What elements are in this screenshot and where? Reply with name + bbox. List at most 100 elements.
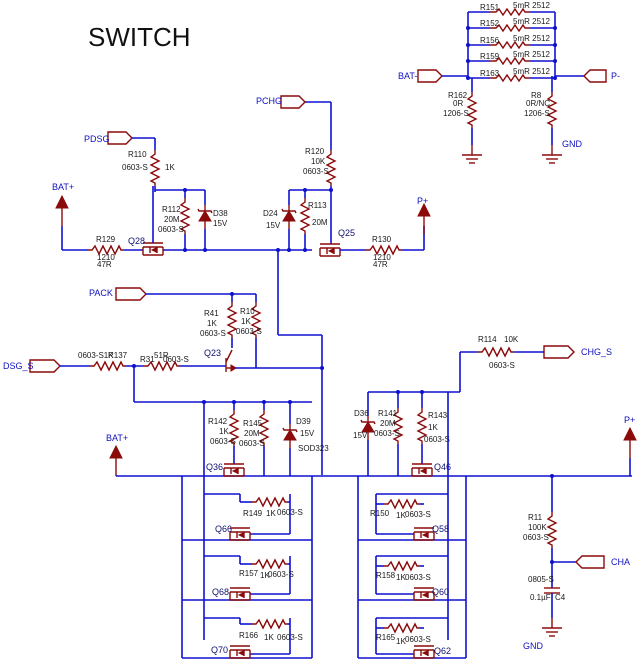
r110-val: 1K	[165, 163, 175, 172]
r143-ref: R143	[428, 411, 448, 420]
r110-ref: R110	[128, 150, 147, 159]
r142-pkg: 0603-S	[210, 437, 236, 446]
r31-val: 51R	[154, 351, 169, 360]
q68-ref: Q68	[212, 587, 229, 597]
shunt-ref-r159: R159	[480, 52, 500, 61]
cha-sense: P+ R11 100K 0603-S CHA 0805-S 0.1µF C4 G…	[523, 415, 637, 651]
r41-pkg: 0603-S	[200, 329, 226, 338]
r31-pkg: 0603-S	[163, 355, 189, 364]
r130-pkg: 1210	[373, 253, 391, 262]
c4-val: 0.1µF	[530, 593, 551, 602]
q28-ref: Q28	[128, 236, 145, 246]
c4-ref: C4	[555, 593, 566, 602]
shunt-val-r156: 5mR 2512	[513, 34, 550, 43]
r112-pkg: 0603-S	[158, 225, 184, 234]
d39-pkg: SOD323	[298, 444, 329, 453]
d38-ref: D38	[213, 209, 228, 218]
r31-ref: R31	[140, 355, 155, 364]
r11-val: 100K	[528, 523, 547, 532]
page-title: SWITCH	[88, 22, 191, 52]
r130-val: 47R	[373, 260, 388, 269]
r145-val: 20M	[244, 429, 260, 438]
shunt-bank: R151 5mR 2512 R152 5mR 2512 R156 5mR 251…	[398, 1, 620, 164]
r110-pkg: 0603-S	[122, 163, 148, 172]
dsg-driver: PACK R41 1K 0603-S R10 1K 0603-S Q23 DSG…	[3, 287, 324, 404]
r142-ref: R142	[208, 417, 228, 426]
r114-ref: R114	[478, 335, 497, 344]
d24-ref: D24	[263, 209, 278, 218]
r8-pkg: 1206-S	[524, 109, 550, 118]
q23-ref: Q23	[204, 348, 221, 358]
r11-ref: R11	[528, 513, 543, 522]
r141-pkg: 0603-S	[374, 429, 400, 438]
r150-ref: R150	[370, 509, 390, 518]
r158-val: 1K	[396, 573, 406, 582]
r129-pkg: 1210	[97, 253, 115, 262]
r150-val: 1K	[396, 511, 406, 520]
d39-ref: D39	[296, 417, 311, 426]
r158-pkg: 0603-S	[405, 573, 431, 582]
r141-ref: R141	[378, 409, 398, 418]
r166-ref: R166	[239, 631, 259, 640]
chg-fet-bank: CHG_S R114 10K 0603-S D36 15V R141 20M 0…	[353, 335, 612, 659]
r141-val: 20M	[380, 419, 396, 428]
r157-val: 1K	[260, 571, 270, 580]
d39-val: 15V	[300, 429, 315, 438]
r165-ref: R165	[376, 633, 396, 642]
bat-minus-port	[417, 69, 443, 83]
r143-val: 1K	[428, 423, 438, 432]
chg-s-label: CHG_S	[581, 347, 612, 357]
dsg-s-port	[29, 359, 61, 373]
r41-val: 1K	[207, 319, 217, 328]
gnd-label-bottom: GND	[523, 641, 544, 651]
q36-ref: Q36	[206, 462, 223, 472]
shunt-ref-r152: R152	[480, 19, 500, 28]
r113-val: 20M	[312, 218, 328, 227]
r165-val: 1K	[396, 637, 406, 646]
pchg-label: PCHG	[256, 96, 282, 106]
cha-port	[575, 555, 605, 569]
r166-val: 1K	[264, 633, 274, 642]
cha-label: CHA	[611, 557, 630, 567]
r149-val: 1K	[266, 509, 276, 518]
r143-pkg: 0603-S	[424, 435, 450, 444]
r10-pkg: 0603-S	[236, 327, 262, 336]
shunt-val-r163: 5mR 2512	[513, 67, 550, 76]
dsg-s-label: DSG_S	[3, 361, 34, 371]
r129-val: 47R	[97, 260, 112, 269]
gnd-label-top: GND	[562, 139, 583, 149]
shunt-ref-r163: R163	[480, 69, 500, 78]
pack-label: PACK	[89, 288, 113, 298]
q46-ref: Q46	[434, 462, 451, 472]
pchg-port	[280, 95, 306, 109]
r157-pkg: 0603-S	[268, 570, 294, 579]
r162-val: 0R	[453, 99, 463, 108]
q58-ref: Q58	[432, 524, 449, 534]
shunt-val-r151: 5mR 2512	[513, 1, 550, 10]
r11-pkg: 0603-S	[523, 533, 549, 542]
r8-ref: R8	[531, 91, 542, 100]
q62-ref: Q62	[434, 646, 451, 656]
r130-ref: R130	[372, 235, 392, 244]
r142-val: 1K	[219, 427, 229, 436]
pack-port	[115, 287, 147, 301]
q25-ref: Q25	[338, 228, 355, 238]
r120-pkg: 0603-S	[303, 167, 329, 176]
r149-pkg: 0603-S	[277, 508, 303, 517]
p-minus-port	[583, 69, 607, 83]
d36-val: 15V	[353, 431, 368, 440]
pdsg-label: PDSG	[84, 134, 110, 144]
main-power-rail: BAT+ R129 1210 47R Q28 PDSG R110 1K 0603…	[52, 95, 431, 475]
r120-val: 10K	[311, 157, 326, 166]
r149-ref: R149	[243, 509, 263, 518]
r8-val: 0R/NC	[526, 99, 550, 108]
r112-ref: R112	[162, 205, 181, 214]
r145-pkg: 0603-S	[239, 439, 265, 448]
r113-ref: R113	[308, 201, 327, 210]
r120-ref: R120	[305, 147, 325, 156]
d38-val: 15V	[213, 219, 228, 228]
r145-ref: R145	[243, 419, 263, 428]
r112-val: 20M	[164, 215, 180, 224]
r114-pkg: 0603-S	[489, 361, 515, 370]
